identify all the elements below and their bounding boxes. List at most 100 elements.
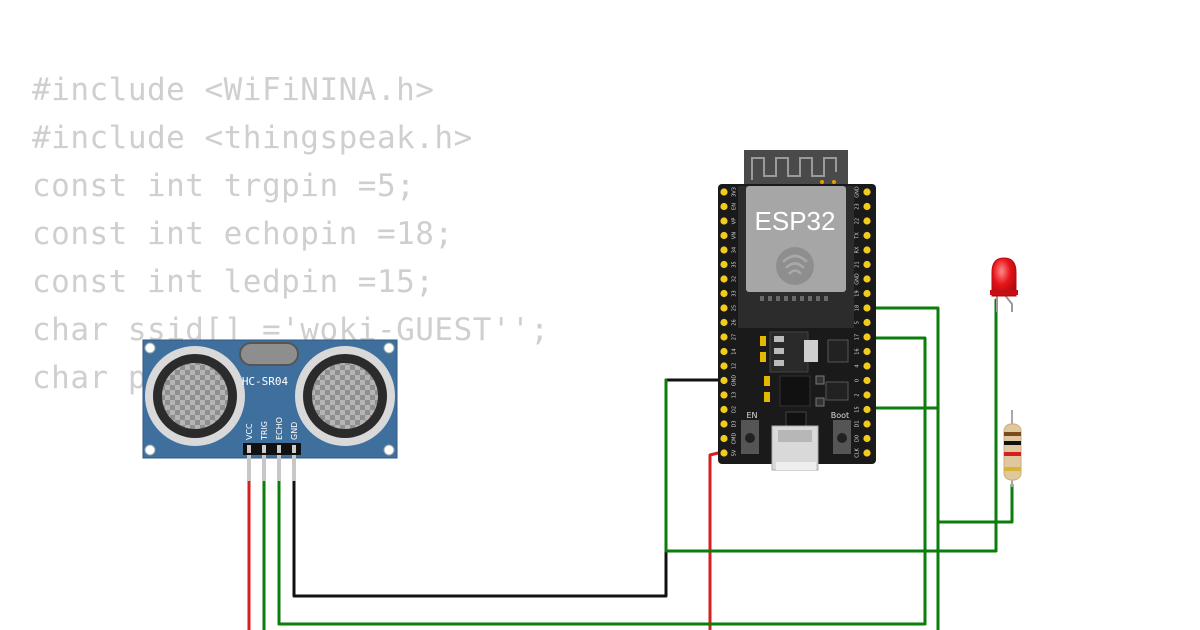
board-pin-left-15[interactable] [720,405,728,414]
board-pin-left-7[interactable] [720,289,728,298]
en-label: EN [746,411,757,420]
board-pin-right-3[interactable] [863,231,871,240]
boot-label: Boot [831,411,849,420]
antenna [744,150,848,188]
board-pin-label: 14 [732,348,738,354]
ultrasonic-sensor[interactable]: HC-SR04 VCC TRIG ECHO GND [142,339,398,481]
board-pin-left-9[interactable] [720,318,728,327]
esp32-board[interactable]: ESP32 [718,150,876,471]
en-button[interactable] [741,420,759,454]
board-pin-right-4[interactable] [863,246,871,254]
board-pin-label: GND [855,186,861,198]
board-pin-right-6[interactable] [863,275,871,283]
board-pin-label: CMD [732,433,738,445]
board-pin-label: TX [855,232,861,240]
board-pin-headers: 3V3ENVPVN343532332526271412GND13D2D3CMD5… [720,186,871,458]
board-pin-left-4[interactable] [720,246,728,254]
board-pin-label: 27 [732,334,738,340]
board-pin-label: GND [732,375,738,387]
code-line: const int trgpin =5; [32,168,416,204]
board-pin-right-2[interactable] [863,217,871,225]
board-pin-label: EN [732,203,738,210]
board-pin-label: D1 [855,420,861,427]
antenna-trace-icon [751,157,837,180]
board-pin-label: 2 [855,393,861,396]
board-pin-left-0[interactable] [720,188,728,196]
board-pin-left-14[interactable] [720,391,728,399]
board-pin-label: 5 [855,321,861,324]
board-pin-label: 32 [732,276,738,282]
board-pin-label: D3 [732,420,738,427]
wire-pin15 [864,406,940,630]
board-pin-right-1[interactable] [863,202,871,211]
mount-hole-icon [383,444,395,456]
sensor-label: HC-SR04 [242,375,289,388]
board-pin-label: 35 [732,261,738,267]
boot-button[interactable] [833,420,851,454]
board-pin-label: 21 [855,261,861,267]
board-pin-label: 13 [732,392,738,398]
board-pin-right-8[interactable] [863,304,871,312]
board-pin-left-18[interactable] [720,449,728,457]
board-pin-label: 34 [732,247,738,253]
mount-hole-icon [383,342,395,354]
module-shield [746,186,846,292]
code-line: char ssid[] ='woki-GUEST''; [32,312,550,348]
board-pin-left-8[interactable] [720,304,728,312]
board-pin-right-11[interactable] [863,347,871,356]
wires [247,298,1014,630]
pin-label-gnd: GND [290,422,299,440]
board-pin-right-0[interactable] [863,188,871,196]
board-pin-left-6[interactable] [720,275,728,283]
board-pin-left-12[interactable] [720,362,728,370]
board-pin-right-9[interactable] [863,318,871,327]
board-pin-label: RX [855,246,861,253]
board-pin-left-17[interactable] [720,434,728,443]
board-pin-label: 16 [855,348,861,354]
board-pin-label: 19 [855,290,861,296]
board-pin-right-5[interactable] [863,260,871,269]
transducer-right [295,346,395,446]
board-pin-label: 17 [855,334,861,340]
board-pin-left-5[interactable] [720,260,728,269]
board-label: ESP32 [755,206,836,236]
board-pin-left-2[interactable] [720,217,728,225]
board-pin-label: CLK [855,448,861,458]
board-pin-label: 23 [855,203,861,209]
pin-label-trig: TRIG [260,421,269,441]
code-line: #include <thingspeak.h> [32,120,473,156]
board-pin-right-16[interactable] [863,420,871,428]
board-pin-right-10[interactable] [863,333,871,341]
board-pin-label: VN [732,232,738,239]
board-pin-right-7[interactable] [863,289,871,298]
board-pin-label: 3V3 [732,187,738,197]
board-pin-right-12[interactable] [863,362,871,370]
board-pin-left-11[interactable] [720,347,728,356]
board-pin-label: 4 [855,364,861,367]
code-line: const int echopin =18; [32,216,454,252]
wire-gnd [292,378,724,598]
board-pin-left-16[interactable] [720,420,728,428]
module-pads [760,296,828,301]
board-pin-right-13[interactable] [863,376,871,385]
resistor[interactable] [1003,410,1022,487]
board-pin-left-3[interactable] [720,231,728,240]
board-pin-label: 18 [855,305,861,311]
board-pin-label: 5V [732,449,738,456]
board-pin-right-15[interactable] [863,405,871,414]
board-pin-label: 0 [855,379,861,382]
board-pin-left-13[interactable] [720,376,728,385]
code-line: const int ledpin =15; [32,264,435,300]
board-pin-right-18[interactable] [863,449,871,457]
board-pin-left-1[interactable] [720,202,728,211]
board-pin-label: 26 [732,319,738,325]
board-pin-label: D2 [732,406,738,413]
board-pin-label: 25 [732,305,738,311]
mount-hole-icon [144,342,156,354]
board-pin-right-14[interactable] [863,391,871,399]
board-pin-right-17[interactable] [863,434,871,443]
board-pin-left-10[interactable] [720,333,728,341]
code-line: #include <WiFiNINA.h> [32,72,435,108]
led[interactable] [990,257,1018,312]
